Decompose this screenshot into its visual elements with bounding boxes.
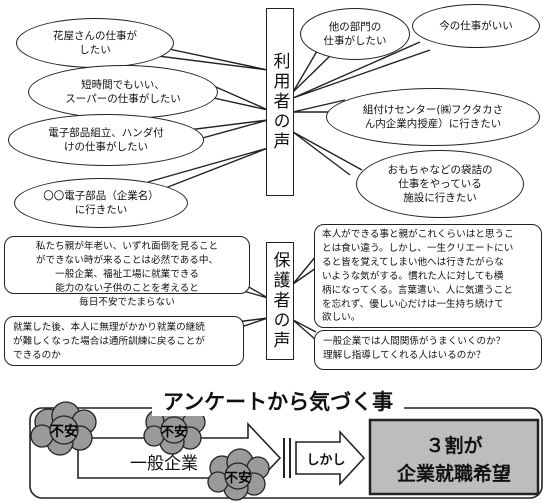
- guardian-voice-box: 就業した後、本人に無理がかかり就業の継続 が難しくなった場合は通所訓練に戻ること…: [4, 316, 244, 366]
- guardian-voice-box: 一般企業では人間関係がうまくいくのか？ 理解し指導してくれる人はいるのか？: [314, 330, 542, 370]
- guardian-voice-label: 保護者の声: [266, 242, 294, 360]
- anxiety-text: 不安: [161, 424, 187, 440]
- anxiety-text: 不安: [225, 470, 251, 486]
- result-box: [368, 418, 540, 496]
- user-voice-bubble: 〇〇電子部品（企業名） に行きたい: [14, 178, 188, 228]
- user-voice-bubble: 今の仕事がいい: [412, 4, 540, 48]
- title-backing: [152, 386, 404, 416]
- user-voice-bubble: 電子部品組立、ハンダ付 けの仕事がしたい: [8, 114, 204, 166]
- user-voice-bubble: 組付けセンター(㈱フクタカさ ん内企業内授産）に行きたい: [326, 88, 540, 146]
- user-voice-bubble: 花屋さんの仕事が したい: [16, 18, 174, 68]
- connector-lines: [147, 41, 431, 341]
- guardian-voice-box: 本人ができる事と親がこれくらいはと思うこ とは食い違う。しかし、一生クリエートに…: [314, 224, 542, 328]
- anxiety-cloud: [207, 448, 270, 501]
- result-line1: ３割が: [425, 434, 482, 457]
- user-voice-bubble: 他の部門の 仕事がしたい: [300, 8, 410, 60]
- user-voice-bubble: おもちゃなどの袋詰の 仕事をやっている 施設に行きたい: [356, 150, 524, 218]
- user-voice-label: 利用者の声: [266, 8, 294, 196]
- summary-title: アンケートから気づく事: [163, 390, 393, 414]
- summary-graphic: アンケートから気づく事 不安 不安 不安 一般企業 しかし ３割が 企業就職希望: [29, 386, 543, 501]
- company-text: 一般企業: [130, 454, 198, 474]
- however-arrow: [295, 429, 366, 487]
- result-line2: 企業就職希望: [396, 462, 511, 485]
- guardian-voice-box: 私たち親が年老い、いずれ面倒を見ること ができない時が来ることは必然である中、 …: [4, 236, 250, 308]
- user-voice-bubble: 短時間でもいい、 スーパーの仕事がしたい: [28, 65, 218, 119]
- anxiety-cloud: [30, 401, 97, 456]
- however-text: しかし: [306, 453, 345, 468]
- anxiety-text: 不安: [50, 423, 78, 440]
